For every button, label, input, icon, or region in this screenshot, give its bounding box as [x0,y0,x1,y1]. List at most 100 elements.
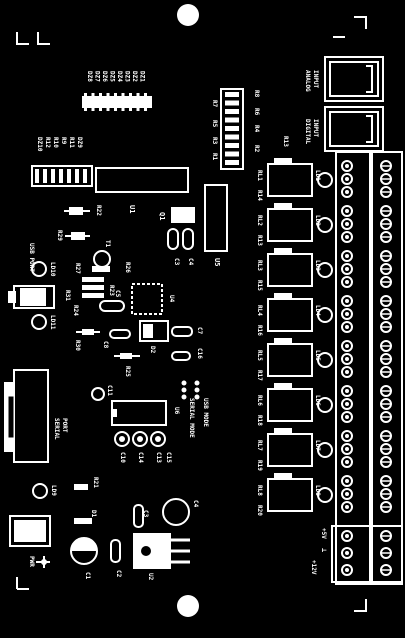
c2-cap [110,539,121,563]
cap-row-cap-pad-0 [119,436,125,442]
resistor-network-r1-r8 [220,88,244,170]
resistor-network-pad [225,126,239,131]
resistor-network-pad [225,109,239,114]
c15-label: C15 [165,452,172,463]
r26-label: R26 [124,262,131,273]
power-terminal-screw [341,547,353,559]
relay-terminal-frame-left [335,151,371,585]
c5-crystal [99,300,125,312]
dz-left-label-dz9: DZ9 [76,137,83,148]
terminal-right-screw [380,488,392,500]
u2-label: U2 [147,573,154,581]
power-terminal-frame-2 [371,525,403,583]
led-ld9 [32,483,48,499]
analog-input-latch [366,65,373,93]
zener-array [82,93,152,111]
u4-label: U4 [168,295,175,303]
terminal-left-screw [341,411,353,423]
zener-array-pins [84,93,147,111]
power-terminal-screw [341,530,353,542]
r25-body [120,353,132,359]
relay-led-label-6: LD7 [314,440,321,451]
terminal-left-screw-center [345,344,349,348]
terminal-left-screw [341,353,353,365]
terminal-left-screw-center [345,235,349,239]
power-terminal-screw-center [345,551,349,555]
left-cluster-outline [31,165,93,187]
relay-resistor-4 [274,338,292,344]
terminal-left-screw-center [345,325,349,329]
c11-label: C11 [106,385,113,396]
left-cluster-pin [75,169,79,183]
terminal-left-screw [341,385,353,397]
relay-rl4 [267,298,313,332]
dz-left-label-dz10: DZ10 [36,137,43,152]
rnet-label-r7: R7 [211,100,218,108]
relay-resistor-2 [274,248,292,254]
resistor-network-pad [225,100,239,106]
zener-label-dz4: DZ4 [116,71,123,82]
led-ld11 [31,314,47,330]
c16-cap [171,351,191,361]
left-cluster-pin [59,169,63,183]
terminal-right-screw [380,205,392,217]
c5-label: C5 [114,290,121,298]
relay-res-label-1: R13 [256,235,263,246]
relay-terminal-frame-right [371,151,403,585]
terminal-right-screw [380,366,392,378]
r22-label: R22 [95,205,102,216]
power-terminal-screw-right [380,547,392,559]
resistor-network-pad [225,92,239,97]
r29-label: R29 [56,230,63,241]
rnet-label-r3: R3 [211,137,218,145]
terminal-right-screw [380,276,392,288]
c11-cap [91,387,105,401]
c3-power-cap [133,504,144,528]
terminal-left-screw-center [345,254,349,258]
v12-label: +12V [310,560,317,575]
terminal-left-screw [341,456,353,468]
terminal-left-screw [341,501,353,513]
u1-chip-outline [95,167,189,193]
analog-input-inner [329,61,379,97]
zener-pin [129,93,132,111]
corner-mark-top-left-2 [37,32,50,45]
relay-resistor-0 [274,158,292,164]
usb-header-pin [82,277,104,282]
r26-body [92,266,110,272]
terminal-left-screw-center [345,460,349,464]
power-terminal-screw-right [380,530,392,542]
q1-label: Q1 [158,212,166,220]
c1-polarity-mark [71,538,97,551]
c4-electrolytic [162,498,190,526]
relay-side-label-2: RL3 [256,260,263,271]
relay-res-label-6: R19 [256,460,263,471]
c10-label: C10 [119,452,126,463]
c3-cap [167,228,179,250]
u2-regulator-hole [141,546,151,556]
analog-input-connector [324,56,384,102]
relay-res-label-7: R20 [256,505,263,516]
cap-row-cap-1 [132,431,148,447]
terminal-left-screw [341,231,353,243]
c2-label: C2 [115,570,122,578]
terminal-left-screw-center [345,370,349,374]
c4-cap [182,228,194,250]
resistor-network-pad [225,151,239,157]
dz-left-label-r10: R10 [52,137,59,148]
u2-regulator-body [133,533,171,569]
dz-left-label-r9: R9 [60,137,67,145]
relay-res-label-2: R15 [256,280,263,291]
corner-mark-top-right [354,16,367,29]
r31-label: R31 [64,290,71,301]
relay-rl7 [267,433,313,467]
terminal-left-screw [341,160,353,172]
terminal-right-screw [380,250,392,262]
small-resistors [64,207,90,240]
serial-mode-label: SERIAL MODE [188,398,195,438]
terminal-left-screw-center [345,267,349,271]
relay-side-label-6: RL7 [256,440,263,451]
digital-input-connector [324,106,384,152]
